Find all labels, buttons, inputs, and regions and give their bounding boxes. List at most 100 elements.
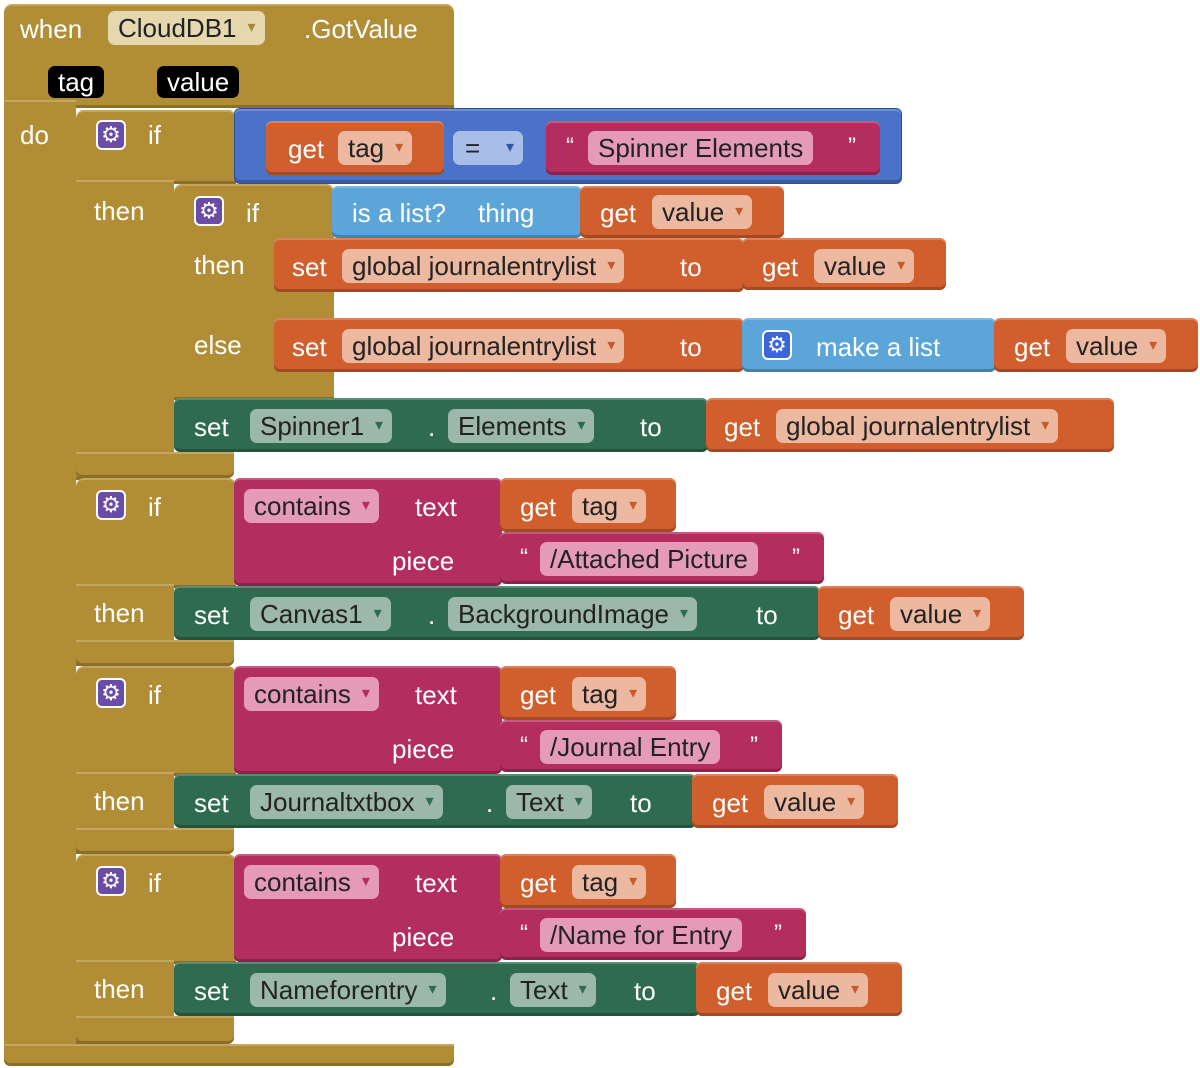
component-name: CloudDB1	[118, 13, 237, 43]
get-label: get	[520, 492, 557, 522]
property-name: BackgroundImage	[458, 599, 670, 629]
event-footer	[4, 1044, 454, 1066]
if3-footer	[76, 828, 234, 854]
var-dropdown-value[interactable]: value	[1066, 329, 1167, 363]
contains-mode: contains	[254, 491, 351, 521]
gear-icon[interactable]: ⚙	[194, 196, 224, 226]
component-dropdown-nameforentry[interactable]: Nameforentry	[250, 973, 446, 1007]
var-dropdown-value[interactable]: value	[890, 597, 991, 631]
gear-icon[interactable]: ⚙	[96, 120, 126, 150]
component-name: Spinner1	[260, 411, 365, 441]
dot-label: .	[486, 788, 494, 818]
var-dropdown-tag[interactable]: tag	[572, 677, 647, 711]
var-tag: tag	[582, 867, 619, 897]
close-quote: ”	[774, 920, 782, 947]
var-dropdown-tag[interactable]: tag	[572, 489, 647, 523]
global-var: global journalentrylist	[352, 251, 597, 281]
param-tag[interactable]: tag	[48, 66, 105, 98]
if4-if-label: if	[148, 868, 161, 898]
if-inner-then-label: then	[194, 250, 245, 280]
component-dropdown-spinner1[interactable]: Spinner1	[250, 409, 393, 443]
set-label: set	[194, 788, 229, 818]
component-dropdown-journaltxtbox[interactable]: Journaltxtbox	[250, 785, 443, 819]
dot-label: .	[428, 412, 436, 442]
thing-label: thing	[478, 198, 535, 228]
contains-mode-dropdown[interactable]: contains	[244, 865, 379, 899]
to-label: to	[756, 600, 778, 630]
var-dropdown-value[interactable]: value	[814, 249, 915, 283]
property-dropdown-text[interactable]: Text	[506, 785, 592, 819]
if1-footer	[76, 452, 234, 478]
get-label: get	[838, 600, 875, 630]
get-label: get	[600, 198, 637, 228]
component-dropdown[interactable]: CloudDB1	[108, 11, 265, 45]
contains-mode: contains	[254, 867, 351, 897]
global-var-dropdown[interactable]: global journalentrylist	[342, 249, 625, 283]
property-name: Text	[516, 787, 564, 817]
event-do-rail	[4, 100, 76, 1066]
event-name-label: .GotValue	[304, 14, 418, 44]
global-var-dropdown[interactable]: global journalentrylist	[776, 409, 1059, 443]
if2-if-label: if	[148, 492, 161, 522]
to-label: to	[640, 412, 662, 442]
var-dropdown-value[interactable]: value	[768, 973, 869, 1007]
component-dropdown-canvas1[interactable]: Canvas1	[250, 597, 391, 631]
piece-label: piece	[392, 734, 455, 764]
gear-icon[interactable]: ⚙	[96, 866, 126, 896]
if2-then-label: then	[94, 598, 145, 628]
var-dropdown-tag[interactable]: tag	[572, 865, 647, 899]
if2-footer	[76, 640, 234, 666]
set-label: set	[194, 976, 229, 1006]
global-var: global journalentrylist	[352, 331, 597, 361]
var-dropdown-tag[interactable]: tag	[338, 131, 413, 165]
close-quote: ”	[792, 544, 800, 571]
property-dropdown-elements[interactable]: Elements	[448, 409, 595, 443]
if3-then-label: then	[94, 786, 145, 816]
piece-label: piece	[392, 922, 455, 952]
var-tag: tag	[348, 133, 385, 163]
get-label: get	[712, 788, 749, 818]
contains-mode: contains	[254, 679, 351, 709]
var-value: value	[824, 251, 887, 281]
string-spinner-elements[interactable]: Spinner Elements	[588, 131, 814, 165]
property-dropdown-text[interactable]: Text	[510, 973, 596, 1007]
get-label: get	[288, 134, 325, 164]
equals-op: =	[465, 133, 481, 163]
text-label: text	[415, 868, 457, 898]
string-name-for-entry[interactable]: /Name for Entry	[540, 918, 743, 952]
open-quote: “	[520, 544, 528, 571]
is-a-list-block[interactable]	[332, 186, 582, 238]
component-name: Nameforentry	[260, 975, 418, 1005]
text-label: text	[415, 492, 457, 522]
component-name: Canvas1	[260, 599, 363, 629]
set-label: set	[194, 600, 229, 630]
contains-mode-dropdown[interactable]: contains	[244, 489, 379, 523]
set-label: set	[292, 252, 327, 282]
compare-operator-dropdown[interactable]: =	[453, 131, 523, 165]
param-value[interactable]: value	[157, 66, 240, 98]
property-dropdown-backgroundimage[interactable]: BackgroundImage	[448, 597, 698, 631]
gear-icon[interactable]: ⚙	[96, 678, 126, 708]
when-label: when	[20, 14, 83, 44]
gear-icon[interactable]: ⚙	[96, 490, 126, 520]
string-attached-picture[interactable]: /Attached Picture	[540, 542, 758, 576]
open-quote: “	[566, 133, 574, 160]
gear-icon[interactable]: ⚙	[762, 330, 792, 360]
property-name: Text	[520, 975, 568, 1005]
open-quote: “	[520, 920, 528, 947]
if-inner-else-label: else	[194, 330, 242, 360]
var-dropdown-value[interactable]: value	[652, 195, 753, 229]
contains-mode-dropdown[interactable]: contains	[244, 677, 379, 711]
string-journal-entry[interactable]: /Journal Entry	[540, 730, 721, 764]
do-label: do	[20, 120, 49, 150]
if1-then-label: then	[94, 196, 145, 226]
make-a-list-label: make a list	[816, 332, 941, 362]
global-var-dropdown[interactable]: global journalentrylist	[342, 329, 625, 363]
open-quote: “	[520, 732, 528, 759]
var-value: value	[1076, 331, 1139, 361]
get-label: get	[520, 680, 557, 710]
if4-then-label: then	[94, 974, 145, 1004]
get-label: get	[724, 412, 761, 442]
var-dropdown-value[interactable]: value	[764, 785, 865, 819]
component-name: Journaltxtbox	[260, 787, 415, 817]
